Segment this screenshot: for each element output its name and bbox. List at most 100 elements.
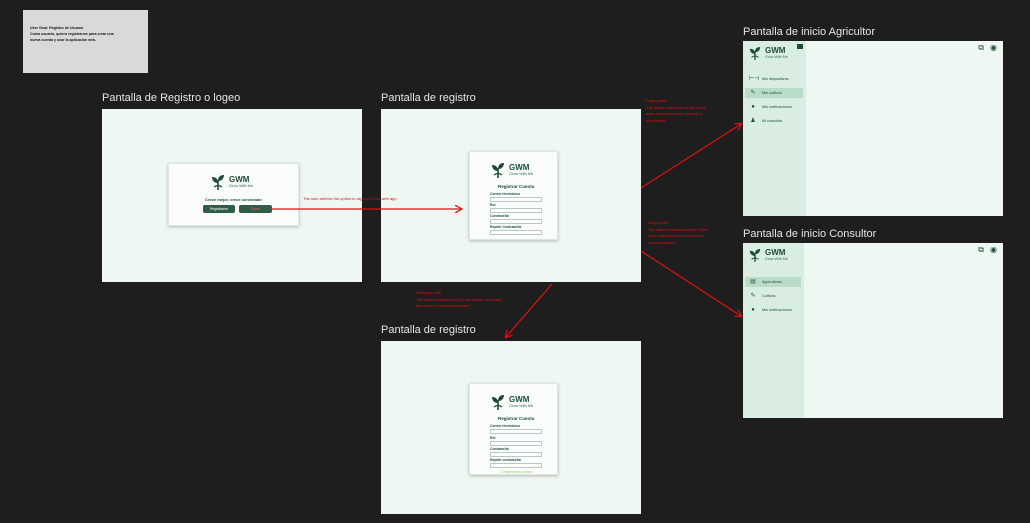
plant-icon: ✎ bbox=[750, 90, 756, 96]
brand-tagline: Grow With Me bbox=[509, 171, 534, 176]
annotation-happy-consultant: Happy path: The system validates all the… bbox=[648, 220, 708, 246]
annotation-line: new farmer bbox=[646, 117, 667, 123]
farmers-icon: ▤ bbox=[750, 279, 756, 285]
top-bar-icons: ⧉ ◉ bbox=[978, 44, 997, 52]
register-button[interactable]: Registrarse bbox=[203, 205, 235, 213]
annotation-line: new consultant bbox=[648, 239, 675, 245]
password-field[interactable] bbox=[490, 219, 542, 224]
arrow-unhappy bbox=[506, 283, 553, 337]
sidebar-item-consultant[interactable]: ♟ Mi consultor bbox=[745, 116, 803, 126]
slogan: Crece mejor, crece conectado bbox=[205, 197, 262, 202]
annotation-line: and doesn't redirect anywhere bbox=[416, 303, 470, 308]
bell-icon: ● bbox=[751, 307, 755, 313]
brand-name: GWM bbox=[229, 174, 250, 184]
annotation-happy-farmer: Happy path: The system validates all the… bbox=[646, 98, 706, 124]
sidebar-item-label: Mis cultivos bbox=[762, 91, 782, 95]
sidebar-item-notifications[interactable]: ● Mis notificaciones bbox=[745, 102, 803, 112]
brand-tagline: Grow With Me bbox=[509, 403, 534, 408]
brand-tagline: Grow With Me bbox=[229, 183, 254, 188]
frame-register-error: GWM Grow With Me Registrar Cuenta Correo… bbox=[381, 341, 641, 514]
annotation-line: were completed and registers a bbox=[646, 111, 702, 116]
error-message: Completar los campos bbox=[501, 470, 533, 474]
annotation-line: The system validates all the fields bbox=[648, 226, 708, 232]
frame-home-farmer: GWM Grow With Me ⊢⊣ Mis dispositivos ✎ M… bbox=[743, 41, 1003, 216]
annotation-line: The system shows that the credentials ar… bbox=[416, 296, 502, 302]
user-story-note: User Goal: Registro de Usuario Como usua… bbox=[23, 10, 148, 73]
user-story-line: nueva cuenta y usar la aplicación web. bbox=[30, 38, 97, 42]
repeat-password-field[interactable] bbox=[490, 463, 542, 468]
annotation-line: Happy path: bbox=[646, 98, 668, 103]
login-button[interactable]: Entrar bbox=[239, 205, 272, 213]
register-heading: Registrar Cuenta bbox=[498, 416, 535, 421]
sprout-logo-icon bbox=[492, 163, 504, 178]
sidebar-item-devices[interactable]: ⊢⊣ Mis dispositivos bbox=[745, 74, 803, 84]
annotation-line: The system validates all the fields bbox=[646, 104, 706, 110]
sidebar-item-label: Cultivos bbox=[762, 294, 776, 298]
sidebar-item-crops[interactable]: ✎ Cultivos bbox=[745, 291, 801, 301]
brand-logo: GWM Grow With Me bbox=[491, 393, 533, 411]
repeat-password-field[interactable] bbox=[490, 230, 542, 235]
arrow-farmer bbox=[640, 124, 741, 189]
frame-title-home-consultant: Pantalla de inicio Consultor bbox=[743, 228, 877, 240]
sidebar-item-label: Mis dispositivos bbox=[762, 77, 789, 81]
brand-logo: GWM Grow With Me bbox=[211, 173, 253, 191]
brand-name: GWM bbox=[509, 162, 530, 172]
frame-title-home-farmer: Pantalla de inicio Agricultor bbox=[743, 26, 876, 38]
role-field[interactable] bbox=[490, 441, 542, 446]
devices-icon: ⊢⊣ bbox=[749, 76, 760, 82]
register-heading: Registrar Cuenta bbox=[498, 184, 535, 189]
sprout-logo-icon bbox=[749, 249, 761, 262]
frame-register: GWM Grow With Me Registrar Cuenta Correo… bbox=[381, 109, 641, 282]
role-label: Rol bbox=[490, 436, 496, 440]
arrow-consultant bbox=[640, 250, 741, 316]
sidebar-item-crops[interactable]: ✎ Mis cultivos bbox=[745, 88, 803, 98]
annotation-line: Unhappy path: bbox=[416, 290, 443, 295]
annotation-signup: The user selects the option to sign up i… bbox=[303, 196, 397, 201]
sidebar-item-label: Mis notificaciones bbox=[762, 308, 792, 312]
sidebar-item-label: Agricultores bbox=[762, 280, 783, 284]
login-card: GWM Grow With Me Crece mejor, crece cone… bbox=[168, 163, 299, 226]
user-story-title: User Goal: Registro de Usuario bbox=[30, 26, 84, 30]
annotation-line: Happy path: bbox=[648, 220, 670, 225]
sprout-logo-icon bbox=[492, 395, 504, 410]
account-icon[interactable]: ◉ bbox=[990, 43, 997, 52]
password-label: Contraseña bbox=[490, 214, 509, 218]
annotation-line: were completed and registers a bbox=[648, 233, 704, 238]
brand-name: GWM bbox=[509, 394, 530, 404]
account-icon[interactable]: ◉ bbox=[990, 245, 997, 254]
sidebar-item-notifications[interactable]: ● Mis notificaciones bbox=[745, 305, 801, 315]
user-story-line: Como usuario, quiero registrarme para cr… bbox=[30, 32, 114, 36]
sidebar: GWM Grow With Me ▤ Agricultores ✎ Cultiv… bbox=[743, 243, 804, 418]
sprout-logo-icon bbox=[212, 175, 224, 190]
sidebar-item-farmers[interactable]: ▤ Agricultores bbox=[745, 277, 801, 287]
panel-toggle-icon[interactable] bbox=[797, 44, 803, 49]
annotation-unhappy: Unhappy path: The system shows that the … bbox=[416, 290, 502, 310]
sidebar: GWM Grow With Me ⊢⊣ Mis dispositivos ✎ M… bbox=[743, 41, 806, 216]
brand-logo: GWM Grow With Me bbox=[749, 45, 788, 61]
external-link-icon[interactable]: ⧉ bbox=[978, 43, 985, 52]
password-label: Contraseña bbox=[490, 447, 509, 451]
email-label: Correo electrónico bbox=[490, 192, 521, 196]
sidebar-item-label: Mi consultor bbox=[762, 119, 783, 123]
frame-title-register: Pantalla de registro bbox=[381, 92, 476, 104]
email-field[interactable] bbox=[490, 429, 542, 434]
role-field[interactable] bbox=[490, 208, 542, 213]
brand-tagline: Grow With Me bbox=[765, 54, 788, 59]
plant-icon: ✎ bbox=[750, 293, 756, 299]
password-field[interactable] bbox=[490, 452, 542, 457]
repeat-password-label: Repetir Contraseña bbox=[490, 225, 522, 229]
frame-home-consultant: GWM Grow With Me ▤ Agricultores ✎ Cultiv… bbox=[743, 243, 1003, 418]
repeat-password-label: Repetir contraseña bbox=[490, 458, 521, 462]
frame-login: GWM Grow With Me Crece mejor, crece cone… bbox=[102, 109, 362, 282]
sidebar-item-label: Mis notificaciones bbox=[762, 105, 792, 109]
role-label: Rol bbox=[490, 203, 496, 207]
brand-name: GWM bbox=[765, 45, 786, 55]
sprout-logo-icon bbox=[749, 47, 761, 60]
email-field[interactable] bbox=[490, 197, 542, 202]
brand-logo: GWM Grow With Me bbox=[491, 161, 533, 179]
brand-logo: GWM Grow With Me bbox=[749, 247, 788, 263]
register-card: GWM Grow With Me Registrar Cuenta Correo… bbox=[469, 151, 558, 240]
external-link-icon[interactable]: ⧉ bbox=[978, 245, 985, 254]
brand-name: GWM bbox=[765, 247, 786, 257]
